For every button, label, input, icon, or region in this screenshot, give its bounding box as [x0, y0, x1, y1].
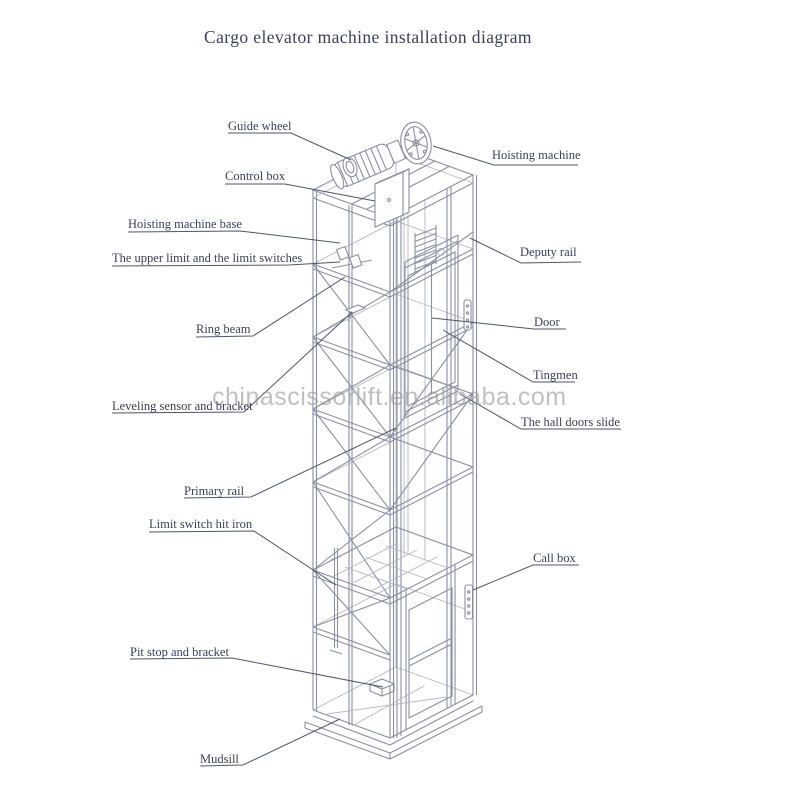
label-mudsill: Mudsill [200, 752, 239, 766]
label-call-box: Call box [533, 551, 576, 565]
upper-limit-switches-drawing [331, 245, 373, 269]
leader-upper-limit [111, 261, 341, 267]
control-box-drawing [374, 168, 410, 228]
leader-lines [111, 132, 621, 767]
label-pit-stop: Pit stop and bracket [130, 645, 229, 659]
pit-stop-drawing [368, 678, 396, 697]
label-hall-doors-slide: The hall doors slide [521, 415, 620, 429]
page-title: Cargo elevator machine installation diag… [204, 27, 532, 47]
leader-tingmen [442, 329, 575, 383]
counterweight-frame [414, 225, 445, 272]
label-tingmen: Tingmen [533, 368, 578, 382]
leader-hoisting-machine-base [127, 230, 341, 244]
leader-guide-wheel [228, 132, 352, 161]
label-ring-beam: Ring beam [196, 322, 251, 336]
label-hoisting-machine-base: Hoisting machine base [128, 217, 242, 231]
leader-ring-beam [195, 276, 346, 338]
leveling-sensor-drawing [344, 304, 367, 322]
deputy-rail-lines [446, 187, 452, 708]
leader-limit-switch-hit-iron [148, 530, 337, 586]
label-primary-rail: Primary rail [184, 484, 245, 498]
label-limit-switch-hit-iron: Limit switch hit iron [149, 517, 253, 531]
leader-hall-doors-slide [459, 393, 621, 430]
label-leveling-sensor: Leveling sensor and bracket [112, 399, 253, 413]
base-mudsill-drawing [304, 685, 483, 760]
label-hoisting-machine: Hoisting machine [492, 148, 581, 162]
cabin-drawing [311, 526, 475, 730]
call-box-drawing [464, 584, 474, 620]
label-control-box: Control box [225, 169, 286, 183]
label-guide-wheel: Guide wheel [228, 119, 292, 133]
hit-iron-drawing [329, 548, 343, 655]
primary-rail-lines [396, 213, 402, 738]
ring-beams [312, 248, 474, 661]
leader-hoisting-machine [432, 145, 578, 166]
leader-mudsill [199, 718, 341, 767]
leader-call-box [472, 564, 579, 591]
hoist-wheel-icon [400, 121, 432, 165]
hoisting-machine-drawing [330, 121, 432, 190]
upper-door-drawing [404, 234, 472, 419]
label-upper-limit-switches: The upper limit and the limit switches [112, 251, 303, 265]
tower-posts [312, 175, 478, 738]
leader-primary-rail [183, 427, 397, 499]
label-door: Door [534, 315, 560, 329]
label-deputy-rail: Deputy rail [520, 245, 577, 259]
leader-door [431, 317, 566, 330]
leader-leveling-sensor [111, 311, 353, 414]
leader-control-box [225, 183, 376, 202]
leader-deputy-rail [469, 237, 582, 264]
leader-pit-stop [129, 657, 384, 688]
